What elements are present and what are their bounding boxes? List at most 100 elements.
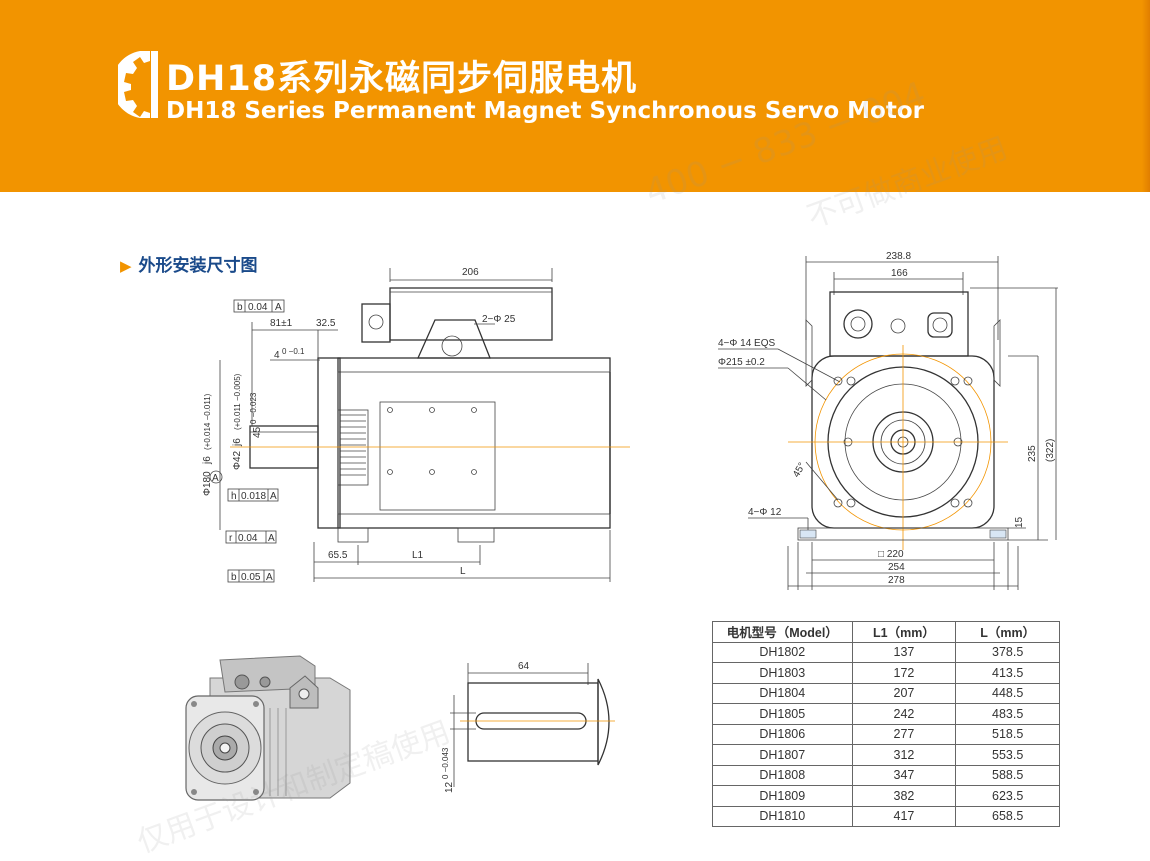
- page-title-cn: DH18系列永磁同步伺服电机: [166, 59, 638, 99]
- foot-hole-right: [989, 529, 1007, 539]
- header-banner: DH18系列永磁同步伺服电机 DH18 Series Permanent Mag…: [0, 0, 1150, 192]
- cable-gland-front: [843, 309, 873, 339]
- shaft-collar: [597, 678, 610, 766]
- cable-gland: [361, 303, 391, 343]
- dim-sq220: □ 220: [878, 549, 904, 560]
- dim-235: 235: [1027, 445, 1038, 462]
- dim-2phi25: 2−Φ 25: [482, 314, 516, 325]
- cell-model: DH1808: [712, 764, 853, 786]
- tolerance-frame-r: [225, 530, 277, 544]
- cell-model: DH1803: [712, 662, 853, 684]
- lifting-bracket: [416, 319, 491, 359]
- dim-shaft-tol: (+0.011 −0.005): [233, 373, 242, 430]
- dim-pcd-215: Φ215 ±0.2: [718, 357, 765, 368]
- dim-shaft-phi42: Φ42: [232, 450, 243, 470]
- cell-l1: 137: [851, 641, 957, 663]
- motor-body: [337, 357, 611, 529]
- dim-15: 15: [1014, 516, 1025, 528]
- runout-r-value: 0.04: [238, 533, 258, 544]
- cell-l: 483.5: [955, 703, 1060, 725]
- runout-r-symbol: r: [229, 533, 233, 544]
- svg-text:A: A: [270, 491, 277, 502]
- cell-model: DH1810: [712, 805, 853, 827]
- dim-angle-45: 45°: [791, 461, 808, 480]
- cell-l: 413.5: [955, 662, 1060, 684]
- dim-l: L: [460, 566, 466, 577]
- dim-key-width: 12: [444, 781, 455, 793]
- cell-l1: 207: [851, 682, 957, 704]
- cell-l1: 382: [851, 785, 957, 807]
- dim-key-45-tol: 0 −0.023: [249, 392, 258, 424]
- cell-l1: 172: [851, 662, 957, 684]
- cell-model: DH1806: [712, 723, 853, 745]
- col-l: L（mm）: [955, 621, 1060, 643]
- dim-key-4: 4: [274, 350, 280, 361]
- cell-model: DH1809: [712, 785, 853, 807]
- header-edge: [1142, 0, 1150, 192]
- shaft-body: [467, 682, 599, 762]
- terminal-box: [389, 287, 553, 341]
- plug-small: [890, 318, 906, 334]
- tolerance-frame-b: [227, 569, 275, 583]
- cell-l1: 312: [851, 744, 957, 766]
- tolerance-frame-h: [227, 488, 279, 502]
- cell-model: DH1802: [712, 641, 853, 663]
- front-flange: [317, 357, 341, 529]
- cell-l: 518.5: [955, 723, 1060, 745]
- table-header-row: 电机型号（Model） L1（mm） L（mm）: [712, 621, 1060, 643]
- motor-3d-illustration: [185, 655, 351, 801]
- dim-key-length: 64: [518, 661, 530, 672]
- front-view-drawing: 238.8 166 4−Φ 14 EQS Φ215 ±0.2 45° 4−Φ 1…: [718, 251, 1058, 590]
- dim-key-45: 45: [252, 426, 263, 438]
- section-heading: ▶外形安装尺寸图: [120, 251, 258, 276]
- dim-278: 278: [888, 575, 905, 586]
- dim-flange-phi180: Φ180: [202, 471, 213, 496]
- dim-238-8: 238.8: [886, 251, 911, 262]
- datum-circle-a: [209, 470, 223, 484]
- cell-l: 658.5: [955, 805, 1060, 827]
- dim-65-5: 65.5: [328, 550, 348, 561]
- svg-text:A: A: [268, 533, 275, 544]
- page-title-en: DH18 Series Permanent Magnet Synchronous…: [166, 98, 924, 124]
- cell-l: 553.5: [955, 744, 1060, 766]
- col-model: 电机型号（Model）: [712, 621, 853, 643]
- dim-flange-tol: (+0.014 −0.011): [203, 393, 212, 450]
- gear-logo-icon: [118, 51, 158, 118]
- cell-l1: 347: [851, 764, 957, 786]
- cell-l1: 277: [851, 723, 957, 745]
- svg-text:A: A: [266, 572, 273, 583]
- mount-foot-front: [337, 527, 369, 543]
- dim-key-4-tol: 0 −0.1: [282, 347, 305, 356]
- cell-model: DH1807: [712, 744, 853, 766]
- runout-h-symbol: h: [231, 491, 237, 502]
- dim-4phi14: 4−Φ 14 EQS: [718, 338, 776, 349]
- col-l1: L1（mm）: [851, 621, 957, 643]
- triangle-right-icon: ▶: [120, 257, 132, 275]
- foot-hole-left: [799, 529, 817, 539]
- side-view-drawing: 206 2−Φ 25 81±1 32.5 b 0.04 A 4 0 −0.1: [202, 267, 630, 583]
- dim-206: 206: [462, 267, 479, 278]
- cell-l: 588.5: [955, 764, 1060, 786]
- dim-32-5: 32.5: [316, 318, 336, 329]
- inner-panel: [379, 401, 496, 511]
- dim-key-width-tol: 0 −0.043: [441, 747, 450, 779]
- dim-166: 166: [891, 268, 908, 279]
- tolerance-frame-flatness: [233, 299, 285, 313]
- connector-socket: [927, 312, 953, 338]
- runout-h-value: 0.018: [241, 491, 266, 502]
- datum-a-top: A: [275, 302, 282, 313]
- dim-flange-j6: j6: [202, 456, 213, 465]
- flatness-value: 0.04: [248, 302, 268, 313]
- runout-b-value: 0.05: [241, 572, 261, 583]
- mount-foot-rear: [457, 527, 495, 543]
- svg-text:b: b: [237, 302, 243, 313]
